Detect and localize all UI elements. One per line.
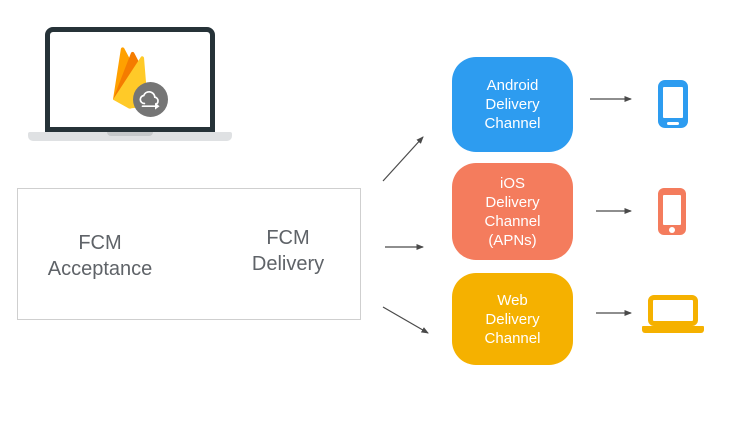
phone-home-bar	[667, 121, 679, 125]
ios-smartphone-icon	[658, 188, 686, 235]
phone-home-button	[669, 226, 675, 233]
web-laptop-icon-base	[642, 326, 704, 333]
laptop-notch	[107, 132, 153, 136]
arrow-fcm-to-web	[382, 306, 429, 334]
android-delivery-channel-box: Android Delivery Channel	[452, 57, 573, 152]
laptop-illustration	[45, 27, 215, 132]
arrow-fcm-to-android	[382, 136, 424, 182]
phone-screen	[663, 195, 681, 225]
fcm-acceptance-label: FCM Acceptance	[47, 232, 153, 280]
cloud-messaging-icon	[133, 82, 168, 117]
laptop-base	[28, 132, 232, 141]
web-laptop-icon	[648, 295, 698, 326]
web-delivery-channel-box: Web Delivery Channel	[452, 273, 573, 365]
fcm-delivery-label: FCM Delivery	[251, 227, 325, 275]
fcm-box	[17, 188, 361, 320]
android-smartphone-icon	[658, 80, 688, 128]
ios-delivery-channel-box: iOS Delivery Channel (APNs)	[452, 163, 573, 260]
phone-screen	[663, 87, 683, 118]
